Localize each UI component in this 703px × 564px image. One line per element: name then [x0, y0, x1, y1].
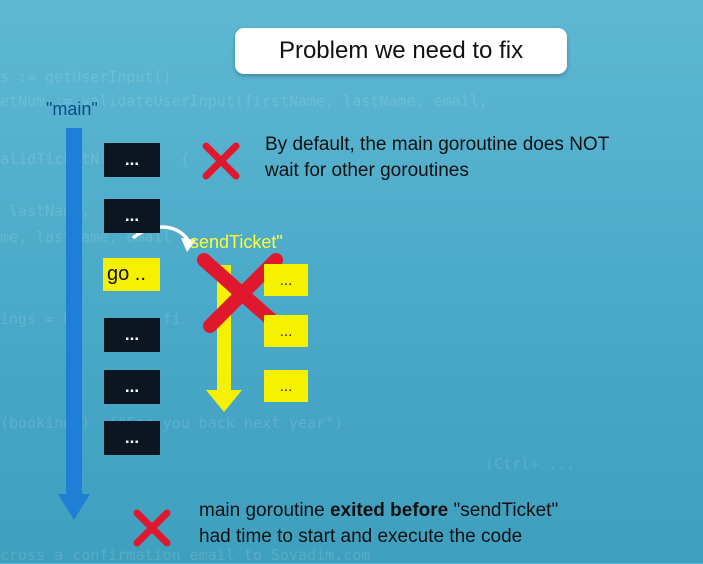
main-statement-block: ...: [104, 318, 160, 352]
send-ticket-label: sendTicket": [190, 232, 283, 252]
spawn-arrow: [131, 225, 196, 252]
main-statement-block: ...: [104, 421, 160, 455]
bg-code-line: cross a confirmation email to Sovadim.co…: [0, 546, 371, 564]
main-timeline-arrow: [58, 128, 90, 520]
default-behavior-note: By default, the main goroutine does NOT …: [265, 132, 609, 184]
main-statement-block: ...: [104, 143, 160, 177]
bg-code-line: s := getUserInput(): [0, 68, 172, 86]
main-statement-block: ...: [104, 370, 160, 404]
note-line: main goroutine exited before "sendTicket…: [199, 498, 558, 524]
slide-title-text: Problem we need to fix: [278, 37, 524, 64]
bg-code-line: (Ctrl+ ...: [485, 455, 576, 473]
cross-icon: [202, 142, 240, 180]
slide-title: Problem we need to fix: [235, 28, 567, 74]
main-goroutine-label: "main": [46, 99, 98, 119]
note-suffix: "sendTicket": [453, 500, 559, 521]
note-line: wait for other goroutines: [265, 160, 469, 181]
cross-icon: [133, 509, 171, 547]
goroutine-statement-block: ...: [264, 264, 308, 296]
goroutine-statement-block: ...: [264, 315, 308, 347]
note-line: had time to start and execute the code: [199, 526, 523, 547]
note-prefix: main goroutine: [199, 500, 325, 521]
goroutine-statement-block: ...: [264, 370, 308, 402]
note-emphasis: exited before: [329, 500, 454, 521]
exited-early-note: main goroutine exited before "sendTicket…: [199, 498, 558, 550]
note-line: By default, the main goroutine does NOT: [265, 134, 610, 155]
go-statement-block: go ..: [103, 258, 160, 291]
goroutine-timeline-arrow: [206, 265, 242, 412]
main-statement-block: ...: [104, 199, 160, 233]
bg-code-line: etNum := validateUserInput(firstName, la…: [0, 92, 488, 110]
